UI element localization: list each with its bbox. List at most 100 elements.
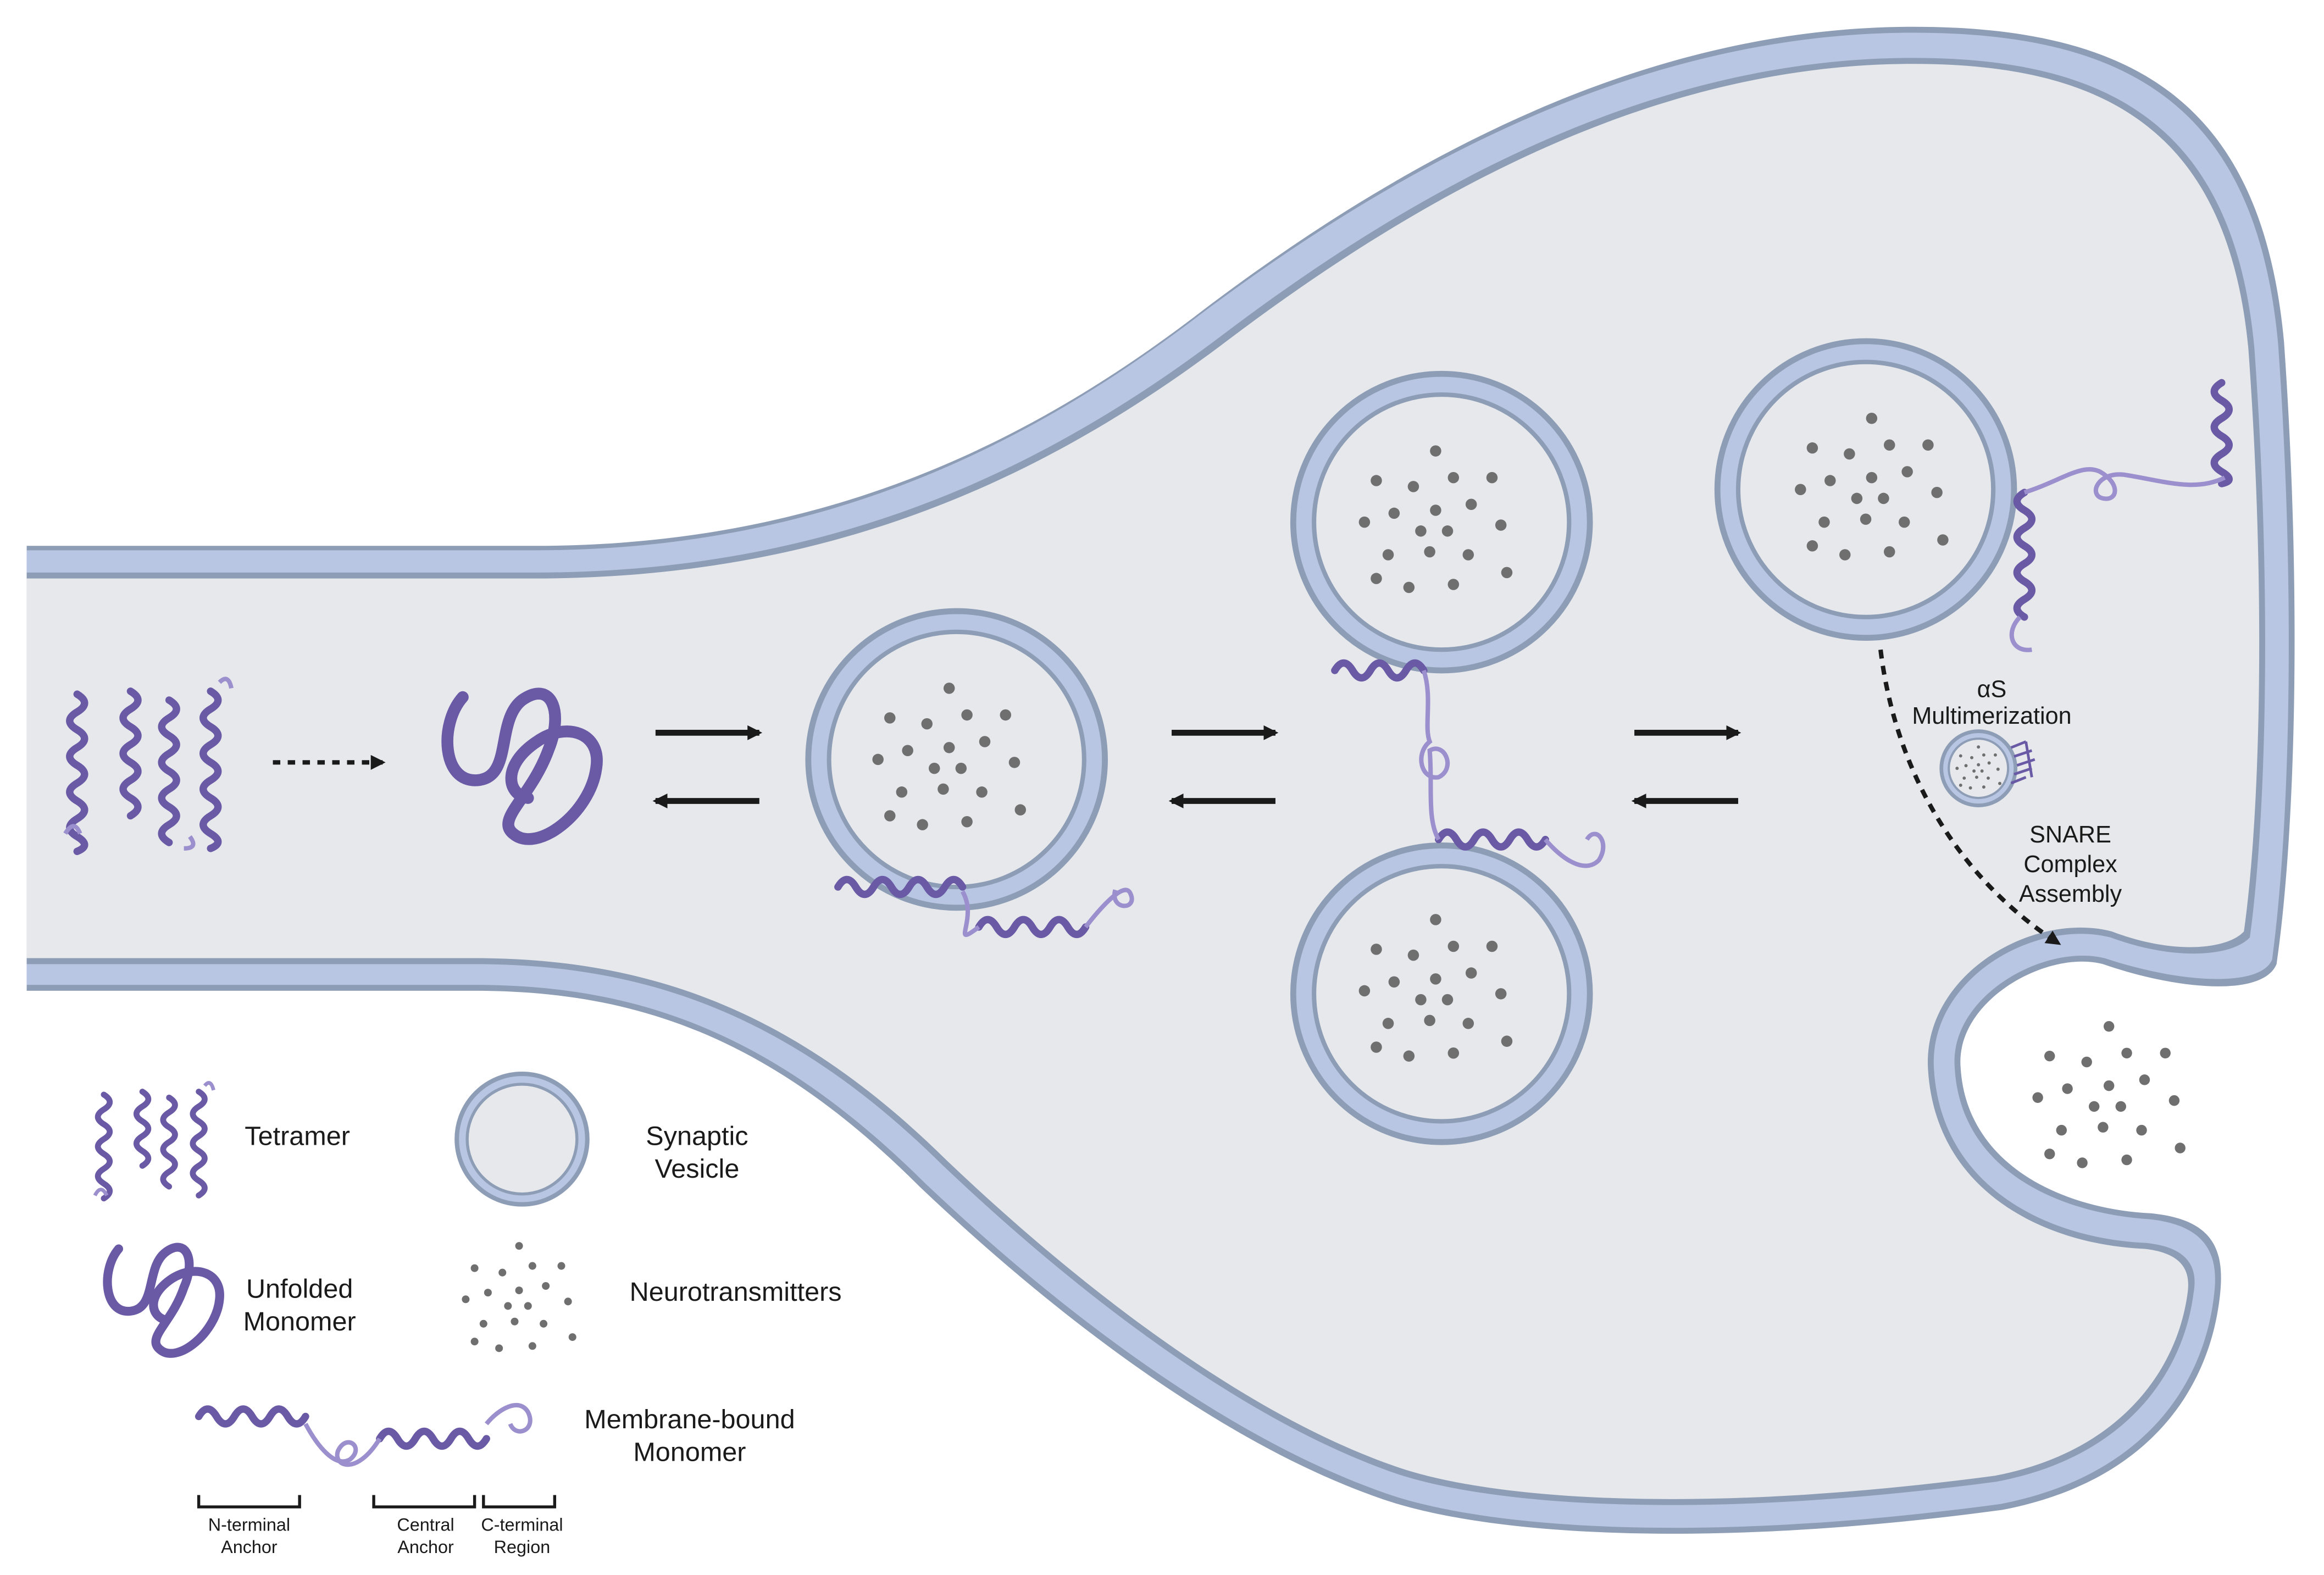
neurotransmitter-dot (1883, 546, 1895, 558)
legend-tetramer-label: Tetramer (245, 1122, 350, 1151)
neurotransmitter-dot (1388, 976, 1400, 988)
neurotransmitter-dot (917, 819, 928, 830)
neurotransmitter-dot (921, 718, 933, 730)
neurotransmitter-dot (1968, 786, 1972, 790)
snare-arrow (1878, 649, 2061, 945)
neurotransmitter-dot (1424, 546, 1435, 558)
unfolded-monomer (441, 687, 603, 845)
neurotransmitter-dot (2062, 1083, 2073, 1094)
neurotransmitter-dot (1974, 775, 1978, 779)
neurotransmitter-dot (2056, 1124, 2067, 1136)
neurotransmitter-dot (1382, 1018, 1394, 1029)
neurotransmitter-dot (1839, 549, 1851, 561)
neurotransmitter-dot (1972, 769, 1976, 773)
neurotransmitter-dot (1982, 785, 1985, 789)
synaptic-vesicle-3 (1290, 842, 1593, 1145)
neurotransmitter-dot (1441, 994, 1454, 1006)
neurotransmitter-dot (1000, 709, 1012, 721)
tetramer-helix-2 (119, 687, 142, 820)
neurotransmitters-vesicle-2 (1358, 445, 1513, 594)
neurotransmitter-dot (495, 1344, 503, 1352)
neurotransmitter-dot (1403, 581, 1415, 594)
neurotransmitter-dot (470, 1264, 479, 1272)
neurotransmitters-vesicle-3 (1358, 914, 1513, 1062)
neurotransmitter-dot (470, 1338, 479, 1346)
neurotransmitter-dot (902, 745, 913, 756)
neurotransmitter-dot (1937, 534, 1949, 546)
neurotransmitter-dot (1358, 985, 1371, 997)
neurotransmitter-dot (1922, 439, 1934, 451)
legend-unfolded-label-1: Unfolded (246, 1274, 353, 1304)
neurotransmitter-dot (928, 762, 940, 774)
neurotransmitter-dot (1465, 967, 1477, 979)
legend-c-terminal-1: C-terminal (481, 1515, 563, 1534)
axon-terminal (26, 26, 2295, 1534)
tetramer-tails (63, 676, 234, 851)
neurotransmitter-dot (2044, 1050, 2055, 1062)
neurotransmitter-dot (1424, 1014, 1435, 1027)
neurotransmitter-dot (943, 742, 955, 753)
neurotransmitter-dot (1371, 1041, 1382, 1053)
neurotransmitter-dot (542, 1282, 550, 1290)
neurotransmitter-dot (557, 1262, 565, 1270)
neurotransmitter-dot (2136, 1124, 2147, 1136)
neurotransmitter-dot (1014, 804, 1027, 816)
neurotransmitter-dot (1980, 769, 1984, 773)
neurotransmitter-dot (479, 1319, 487, 1328)
legend-n-terminal-1: N-terminal (208, 1515, 290, 1534)
neurotransmitter-dot (1415, 994, 1427, 1006)
neurotransmitter-dot (2103, 1080, 2115, 1091)
neurotransmitter-dot (2139, 1074, 2150, 1085)
legend-neurotransmitters-icon (462, 1242, 576, 1352)
neurotransmitter-dot (1447, 579, 1460, 590)
legend-central-2: Anchor (397, 1537, 454, 1557)
neurotransmitter-dot (2088, 1101, 2100, 1112)
neurotransmitter-dot (1878, 492, 1889, 504)
neurotransmitter-dot (528, 1262, 536, 1270)
neurotransmitter-dot (1962, 776, 1966, 780)
neurotransmitter-dot (1898, 516, 1910, 528)
legend-vesicle-label-2: Vesicle (655, 1154, 739, 1184)
neurotransmitter-dot (2168, 1095, 2180, 1106)
legend-c-terminal-2: Region (494, 1537, 551, 1557)
neurotransmitter-dot (2077, 1157, 2088, 1168)
neurotransmitter-dot (1970, 756, 1974, 759)
neurotransmitter-dot (1447, 940, 1460, 952)
neurotransmitter-dot (1998, 781, 2002, 785)
neurotransmitter-dot (2081, 1056, 2092, 1068)
membrane-bound-monomer-vesicle-1 (834, 875, 1090, 938)
svg-text:SNARE: SNARE (2029, 822, 2111, 848)
legend-brackets (197, 1495, 557, 1509)
neurotransmitter-dot (1430, 914, 1441, 925)
neurotransmitter-dot (2175, 1143, 2186, 1153)
synaptic-vesicle-2 (1290, 370, 1593, 674)
legend-vesicle-icon (454, 1072, 590, 1207)
neurotransmitters-vesicle-4 (1795, 412, 1949, 561)
neurotransmitter-dot (498, 1268, 507, 1277)
neurotransmitter-dot (1407, 481, 1419, 492)
neurotransmitter-dot (540, 1319, 548, 1328)
neurotransmitter-dot (1901, 466, 1913, 478)
neurotransmitter-dot (515, 1286, 523, 1295)
neurotransmitter-dot (1465, 498, 1477, 510)
neurotransmitter-dot (1382, 549, 1394, 561)
bridging-monomer-linker (1419, 669, 1606, 868)
legend-membrane-bound-icon (195, 1403, 533, 1467)
legend-vesicle-label-1: Synaptic (646, 1122, 748, 1151)
neurotransmitter-dot (1407, 949, 1419, 961)
neurotransmitter-dot (2121, 1154, 2132, 1166)
neurotransmitter-dot (955, 762, 967, 774)
neurotransmitter-dot (1860, 513, 1872, 525)
neurotransmitter-dot (1959, 783, 1962, 787)
neurotransmitter-dot (528, 1342, 536, 1350)
released-neurotransmitters (2032, 1021, 2186, 1168)
neurotransmitter-dot (1495, 988, 1507, 1000)
neurotransmitter-dot (524, 1302, 532, 1310)
neurotransmitter-dot (484, 1289, 492, 1297)
neurotransmitter-dot (1883, 439, 1895, 451)
neurotransmitter-dot (938, 783, 949, 795)
tetramer (63, 676, 234, 855)
neurotransmitter-dot (1977, 763, 1981, 767)
neurotransmitter-dot (1996, 767, 2000, 771)
